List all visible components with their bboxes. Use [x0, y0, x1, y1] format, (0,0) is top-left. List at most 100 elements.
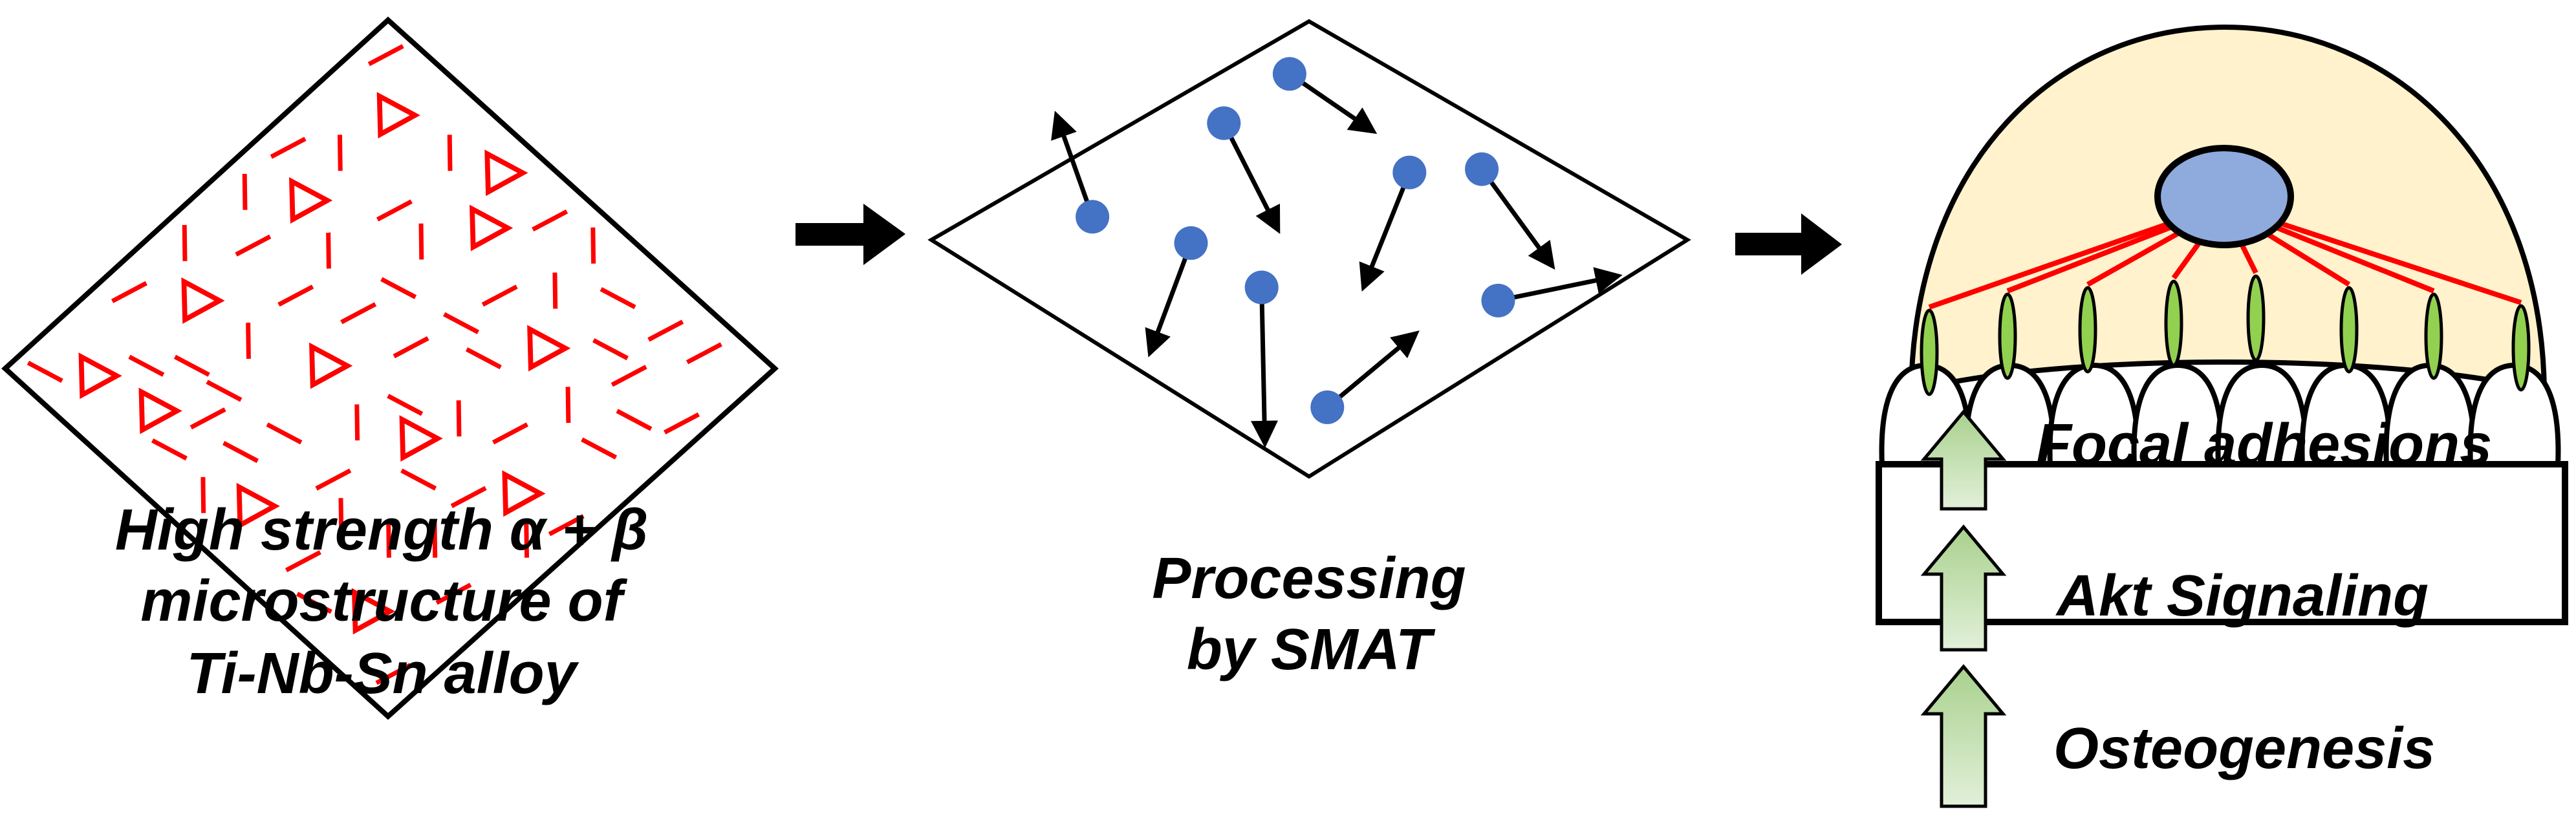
- alpha-lath: [600, 287, 636, 310]
- focal-adhesion: [2078, 286, 2097, 374]
- focal-adhesion: [1998, 292, 2017, 380]
- beta-grain: [138, 387, 182, 434]
- beta-grain: [236, 482, 280, 530]
- focal-adhesion: [1920, 308, 1939, 396]
- actin-fibers: [1928, 214, 2522, 310]
- velocity-arrow-icon: [1051, 111, 1095, 218]
- velocity-arrow-icon: [1326, 330, 1420, 409]
- alpha-lath: [664, 412, 700, 434]
- velocity-arrow-icon: [1480, 167, 1555, 270]
- alpha-lath: [340, 302, 377, 325]
- beta-grain: [309, 342, 353, 389]
- alpha-lath: [450, 486, 487, 508]
- alpha-lath: [532, 209, 568, 232]
- alpha-lath: [128, 354, 165, 377]
- alpha-lath: [173, 354, 210, 377]
- substrate-cell: [2215, 362, 2309, 466]
- alpha-lath: [367, 44, 404, 67]
- alpha-lath: [443, 312, 479, 334]
- shot-particle: [1174, 226, 1208, 260]
- alpha-lath: [611, 365, 647, 387]
- effect-osteogenesis: Osteogenesis: [2053, 716, 2435, 781]
- velocity-arrow-icon: [1145, 242, 1193, 358]
- alpha-lath: [465, 347, 502, 370]
- alloy-caption-line-2: microstructure of: [140, 569, 627, 634]
- smat-caption-line-2: by SMAT: [1187, 617, 1436, 682]
- alpha-lath: [581, 437, 618, 460]
- up-arrow-icon: [1920, 409, 2007, 511]
- alpha-lath: [552, 272, 558, 309]
- beta-grain: [78, 352, 122, 400]
- alpha-lath: [246, 323, 251, 359]
- alloy-caption-line-1: High strength α + β: [115, 498, 648, 563]
- focal-adhesion: [2164, 279, 2183, 367]
- smat-diamond: [927, 19, 1691, 479]
- smat-caption-line-1: Processing: [1152, 546, 1466, 611]
- actin-fiber: [2258, 214, 2522, 305]
- alpha-lath: [206, 380, 243, 402]
- velocity-arrow-icon: [1288, 72, 1378, 134]
- alpha-lath: [235, 234, 272, 257]
- shot-particle: [1465, 152, 1499, 186]
- process-arrow-icon: [796, 204, 905, 265]
- alpha-lath: [277, 284, 314, 307]
- alpha-lath: [481, 284, 518, 307]
- actin-fiber: [2248, 214, 2435, 294]
- nucleus: [2154, 145, 2294, 248]
- alpha-lath: [315, 468, 352, 491]
- alpha-lath: [686, 342, 722, 365]
- particles: [1051, 57, 1623, 448]
- alpha-lath: [524, 521, 530, 558]
- velocity-arrow-icon: [1251, 287, 1279, 448]
- velocity-arrow-icon: [1359, 171, 1412, 292]
- alpha-lath: [616, 409, 653, 431]
- up-arrow-icon: [1920, 524, 2007, 652]
- cell-diagram: [1876, 24, 2568, 625]
- effect-akt-signaling: Akt Signaling: [2055, 564, 2429, 628]
- alpha-lath: [285, 550, 321, 573]
- alpha-lath: [447, 134, 453, 171]
- alpha-lath: [27, 361, 63, 383]
- actin-fiber: [1928, 214, 2190, 310]
- alpha-lath: [400, 468, 437, 491]
- alpha-lath: [200, 477, 206, 513]
- effect-focal-adhesions: Focal adhesions: [2036, 413, 2492, 477]
- shot-particle: [1272, 57, 1306, 91]
- alpha-lath: [111, 281, 147, 303]
- alpha-lath: [242, 173, 248, 210]
- alpha-lath: [492, 422, 528, 445]
- shot-particle: [1076, 200, 1110, 234]
- substrate-cell: [2131, 362, 2225, 466]
- beta-grain: [470, 204, 514, 252]
- beta-grain: [181, 277, 225, 324]
- alpha-lath: [590, 227, 596, 264]
- alpha-lath: [548, 514, 585, 537]
- alpha-lath: [375, 663, 412, 685]
- velocity-arrow-icon: [1222, 122, 1281, 234]
- beta-grain: [351, 588, 396, 635]
- shot-particle: [1310, 390, 1345, 424]
- shot-particle: [1392, 155, 1427, 189]
- alpha-lath: [182, 224, 188, 261]
- beta-grain: [484, 149, 528, 197]
- alpha-lath: [393, 336, 429, 359]
- process-arrow-icon: [1735, 213, 1842, 275]
- focal-adhesion: [2424, 292, 2443, 380]
- velocity-arrow-icon: [1497, 267, 1623, 303]
- beta-grain: [502, 470, 546, 517]
- shot-particle: [1207, 106, 1241, 140]
- alpha-lath: [222, 441, 259, 464]
- alpha-lath: [435, 583, 472, 605]
- beta-grain: [289, 177, 333, 224]
- alpha-lath: [296, 592, 332, 614]
- alpha-lath: [151, 438, 188, 461]
- alpha-lath: [387, 394, 424, 416]
- beta-grain: [399, 415, 443, 462]
- focal-adhesion: [2339, 286, 2359, 374]
- alloy-diamond: [1, 16, 779, 720]
- alpha-lath: [647, 319, 684, 342]
- shot-particle: [1244, 270, 1279, 305]
- alpha-lath: [266, 422, 303, 445]
- alloy-microstructure-panel: [1, 16, 779, 720]
- beta-grain: [376, 92, 420, 139]
